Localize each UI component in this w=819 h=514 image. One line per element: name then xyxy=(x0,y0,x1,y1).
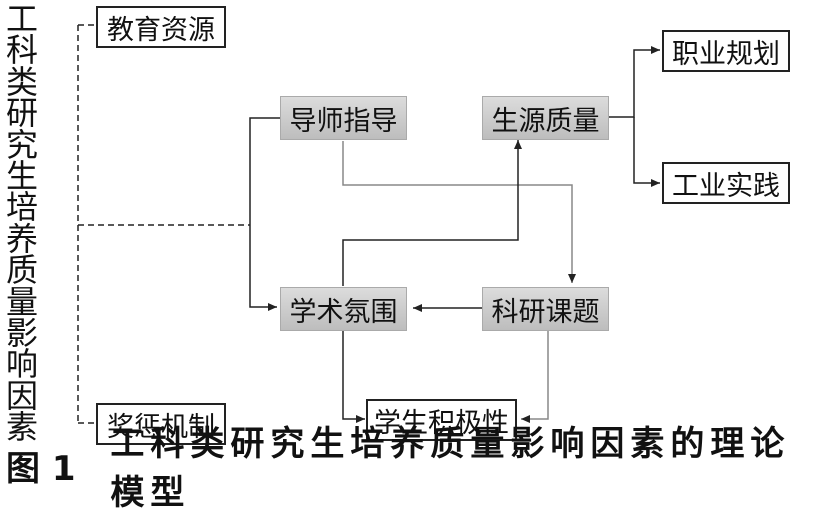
node-practice: 工业实践 xyxy=(662,162,790,204)
edge-project-to-motivation xyxy=(521,330,549,423)
edge-source-to-practice xyxy=(633,117,660,187)
node-atmosphere: 学术氛围 xyxy=(280,287,407,331)
node-atmosphere-label: 学术氛围 xyxy=(289,296,398,328)
node-motivation-label: 学生积极性 xyxy=(374,407,509,439)
node-edu-resource: 教育资源 xyxy=(96,6,226,48)
caption-text: 工科类研究生培养质量影响因素的理论模型 xyxy=(110,424,791,513)
diagram-connectors xyxy=(77,24,660,424)
node-project: 科研课题 xyxy=(482,287,609,331)
node-reward: 奖惩机制 xyxy=(96,403,226,445)
dashed-bracket xyxy=(77,24,250,424)
caption-label: 图 1 xyxy=(6,448,76,489)
edge-mentor-to-project xyxy=(342,141,576,283)
edge-atmosphere-to-motivation xyxy=(342,330,365,423)
edge-mentor-to-atmosphere xyxy=(249,117,280,311)
node-practice-label: 工业实践 xyxy=(672,170,780,202)
node-motivation: 学生积极性 xyxy=(366,399,517,441)
node-career: 职业规划 xyxy=(662,30,790,72)
node-edu-resource-label: 教育资源 xyxy=(107,14,215,46)
figure-caption: 图 1 工科类研究生培养质量影响因素的理论模型 xyxy=(0,424,819,513)
node-reward-label: 奖惩机制 xyxy=(107,411,215,443)
node-source-label: 生源质量 xyxy=(491,105,600,137)
edge-atmosphere-to-source xyxy=(342,140,522,286)
node-project-label: 科研课题 xyxy=(491,296,600,328)
factor-label: 工科类研究生培养质量影响因素 xyxy=(5,0,38,447)
node-mentor: 导师指导 xyxy=(280,96,407,140)
node-mentor-label: 导师指导 xyxy=(289,105,398,137)
edge-source-to-career xyxy=(608,46,660,118)
node-source: 生源质量 xyxy=(482,96,609,140)
node-career-label: 职业规划 xyxy=(672,38,780,70)
